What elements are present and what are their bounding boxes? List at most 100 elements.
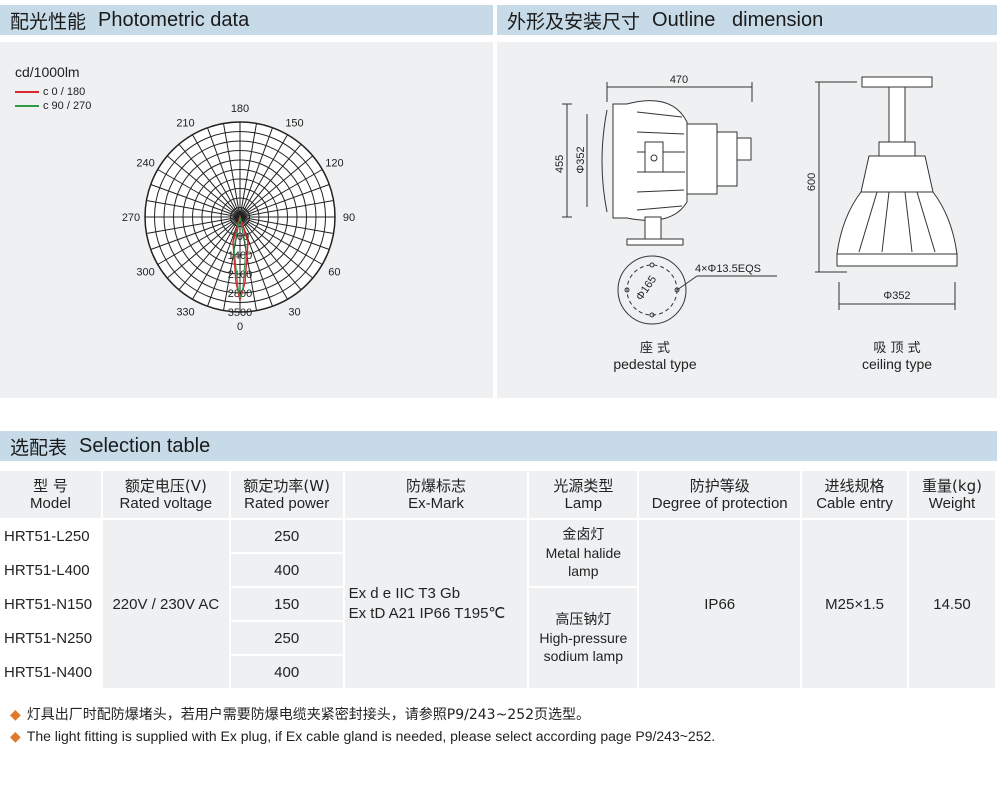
table-row: HRT51-N150 150 高压钠灯 High-pressure sodium… bbox=[0, 587, 996, 690]
angle-label: 270 bbox=[122, 212, 140, 224]
pedestal-fitting-drawing bbox=[562, 82, 753, 246]
photometric-title-cn: 配光性能 bbox=[10, 10, 87, 33]
angle-label: 0 bbox=[237, 321, 243, 333]
ceiling-label-cn: 吸 顶 式 bbox=[873, 341, 920, 356]
dim-600: 600 bbox=[806, 173, 818, 191]
polar-spoke bbox=[178, 143, 241, 218]
polar-spoke bbox=[239, 169, 323, 218]
angle-label: 30 bbox=[288, 306, 300, 318]
polar-spoke bbox=[239, 155, 314, 218]
ex-mark-line-2: Ex tD A21 IP66 T195℃ bbox=[348, 605, 506, 622]
polar-spoke bbox=[207, 216, 241, 307]
polar-diagram: 1801501209060300330300270240210700140021… bbox=[122, 103, 355, 333]
angle-label: 60 bbox=[328, 267, 340, 279]
pedestal-label-cn: 座 式 bbox=[640, 341, 670, 356]
outline-title-en: Outline dimension bbox=[652, 8, 824, 31]
photometric-unit: cd/1000lm bbox=[15, 64, 80, 80]
dim-470: 470 bbox=[670, 74, 688, 86]
legend-red-swatch bbox=[15, 91, 39, 94]
bullet-diamond-icon: ◆ bbox=[10, 707, 21, 723]
legend-c90: c 90 / 270 bbox=[15, 100, 91, 112]
bullet-diamond-icon: ◆ bbox=[10, 728, 21, 744]
legend-c0: c 0 / 180 bbox=[15, 86, 85, 98]
polar-spoke bbox=[239, 127, 273, 218]
voltage-cell: 220V / 230V AC bbox=[101, 519, 231, 690]
model-cell: HRT51-N150 bbox=[0, 587, 103, 622]
photometric-title-en: Photometric data bbox=[98, 8, 250, 31]
selection-title-cn: 选配表 bbox=[10, 436, 68, 459]
angle-label: 90 bbox=[343, 212, 355, 224]
power-cell: 250 bbox=[229, 519, 345, 554]
table-row: HRT51-N400 400 bbox=[0, 655, 996, 690]
polar-spoke bbox=[239, 216, 288, 300]
angle-label: 150 bbox=[285, 118, 303, 130]
polar-spoke bbox=[239, 216, 302, 291]
c0-curve bbox=[232, 214, 249, 301]
polar-spoke bbox=[150, 184, 241, 218]
polar-spoke bbox=[239, 216, 323, 265]
protection-cell: IP66 bbox=[638, 519, 803, 690]
legend-green-swatch bbox=[15, 105, 39, 108]
power-cell: 400 bbox=[229, 553, 345, 588]
model-cell: HRT51-N400 bbox=[0, 655, 103, 690]
angle-label: 240 bbox=[136, 158, 154, 170]
radial-label: 1400 bbox=[228, 250, 252, 262]
radial-label: 3500 bbox=[228, 307, 252, 319]
polar-spoke bbox=[166, 155, 241, 218]
polar-spoke bbox=[157, 169, 241, 218]
photometric-panel: cd/1000lm c 0 / 180 c 90 / 270 180 150 120… bbox=[0, 42, 493, 398]
table-row: HRT51-N250 250 bbox=[0, 621, 996, 656]
polar-spoke bbox=[192, 134, 241, 218]
polar-spoke bbox=[157, 216, 241, 265]
polar-spoke bbox=[239, 216, 334, 234]
pedestal-base-drawing bbox=[617, 255, 777, 325]
polar-spoke bbox=[166, 216, 241, 279]
outline-title-cn: 外形及安装尺寸 bbox=[507, 10, 641, 33]
c90-curve bbox=[233, 216, 247, 299]
dim-352-right: Φ352 bbox=[883, 290, 910, 302]
table-row: HRT51-L250 220V / 230V AC 250 Ex d e IIC… bbox=[0, 519, 997, 690]
angle-label: 210 bbox=[176, 118, 194, 130]
dim-holes: 4×Φ13.5EQS bbox=[695, 263, 761, 275]
power-cell: 250 bbox=[229, 621, 345, 656]
polar-spoke bbox=[207, 127, 241, 218]
ex-mark-cell: Ex d e IIC T3 Gb Ex tD A21 IP66 T195℃ bbox=[343, 519, 530, 690]
outline-drawing: 470 455 Φ352 Φ165 4×Φ13.5EQS 600 Φ352 座 … bbox=[554, 74, 958, 372]
polar-spoke bbox=[239, 216, 330, 250]
dim-455: 455 bbox=[554, 155, 566, 173]
selection-title-en: Selection table bbox=[79, 434, 211, 457]
polar-spoke bbox=[223, 123, 241, 218]
angle-label: 180 bbox=[231, 103, 249, 115]
ceiling-label-en: ceiling type bbox=[862, 356, 932, 372]
polar-spoke bbox=[239, 200, 334, 218]
angle-label: 120 bbox=[325, 158, 343, 170]
photometric-title-bar: 配光性能 Photometric data bbox=[0, 5, 493, 35]
lamp-sodium-cell: 高压钠灯 High-pressure sodium lamp bbox=[528, 587, 640, 690]
polar-spoke bbox=[239, 123, 257, 218]
header-weight: 重量(kg)Weight bbox=[908, 471, 997, 520]
polar-spoke bbox=[239, 134, 288, 218]
angle-label: 300 bbox=[136, 267, 154, 279]
ex-mark-line-1: Ex d e IIC T3 Gb bbox=[348, 585, 461, 602]
dim-165: Φ165 bbox=[634, 274, 659, 303]
pedestal-label-en: pedestal type bbox=[613, 356, 696, 372]
polar-spoke bbox=[150, 216, 241, 250]
polar-spoke bbox=[146, 216, 241, 234]
radial-label: 2100 bbox=[228, 269, 252, 281]
radial-label: 2800 bbox=[228, 288, 252, 300]
polar-spoke bbox=[146, 200, 241, 218]
lamp-metal-cell: 金卤灯 Metal halide lamp bbox=[528, 519, 640, 588]
ceiling-fitting-drawing bbox=[815, 76, 958, 310]
polar-spoke bbox=[239, 216, 314, 279]
note-en: ◆The light fitting is supplied with Ex p… bbox=[10, 728, 716, 744]
polar-spoke bbox=[239, 143, 302, 218]
power-cell: 150 bbox=[229, 587, 345, 622]
dim-352-left: Φ352 bbox=[575, 146, 587, 173]
